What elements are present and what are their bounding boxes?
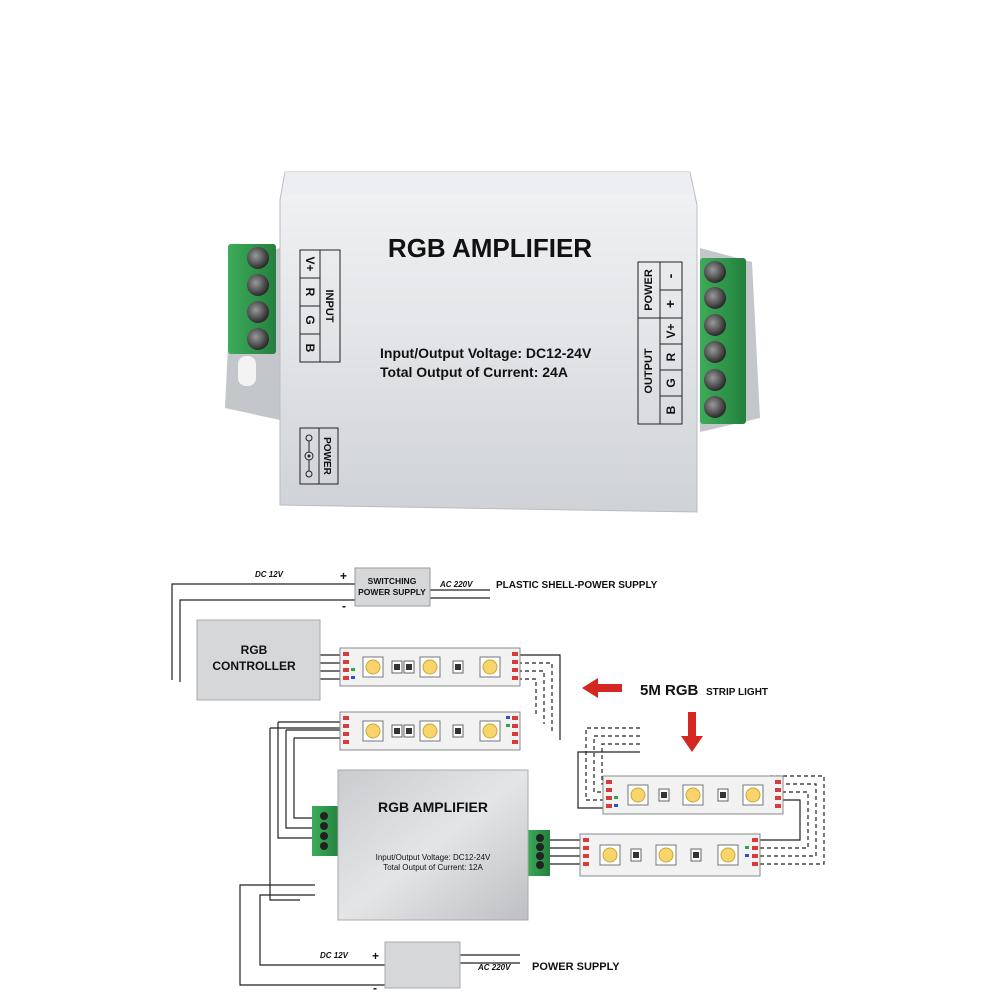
psu-top-label-line1: SWITCHING — [368, 576, 417, 586]
led-chip — [362, 720, 384, 742]
diagram-amp-title: RGB AMPLIFIER — [378, 799, 488, 815]
power-pin-plus: + — [662, 300, 678, 308]
resistor — [717, 788, 729, 802]
dc-jack-label: POWER — [321, 437, 332, 476]
psu-bottom-minus: - — [373, 981, 377, 995]
psu-bottom-ac-label: AC 220V — [477, 963, 511, 972]
output-pin-v-plus: V+ — [664, 323, 678, 338]
led-strip-1 — [339, 647, 521, 687]
power-group-label: POWER — [643, 269, 655, 311]
strip2-wires — [269, 721, 345, 901]
resistor — [452, 660, 464, 674]
power-pin-minus: - — [662, 273, 678, 278]
resistor — [630, 848, 642, 862]
led-strip-2 — [339, 711, 521, 751]
led-chip — [742, 784, 764, 806]
input-group-label: INPUT — [323, 290, 335, 323]
left-arrow-icon — [582, 678, 622, 698]
output-pin-r: R — [664, 352, 678, 361]
output-group-label: OUTPUT — [643, 348, 655, 394]
output-label-box: POWER OUTPUT - + V+ R G B — [637, 261, 683, 425]
strip-caption-small: STRIP LIGHT — [706, 687, 768, 698]
resistor — [658, 788, 670, 802]
input-pin-b: B — [303, 344, 317, 353]
resistor — [391, 724, 403, 738]
amplifier-photo: RGB AMPLIFIER Input/Output Voltage: DC12… — [225, 171, 760, 513]
psu-bottom-dc-label: DC 12V — [320, 951, 349, 960]
diagram-amp-spec-voltage: Input/Output Voltage: DC12-24V — [376, 853, 491, 862]
amp-output-wires — [550, 839, 580, 865]
diagram-amp-spec-current: Total Output of Current: 12A — [383, 863, 483, 872]
psu-top-caption: PLASTIC SHELL-POWER SUPPLY — [496, 580, 658, 591]
psu-top-plus: + — [340, 569, 347, 583]
psu-bottom-caption: POWER SUPPLY — [532, 961, 620, 973]
psu-top-minus: - — [342, 599, 346, 613]
switching-power-supply: SWITCHING POWER SUPPLY DC 12V + - AC 220… — [255, 567, 658, 613]
input-pin-v-plus: V+ — [303, 256, 317, 271]
controller-label-line2: CONTROLLER — [212, 659, 296, 673]
power-supply: DC 12V + - AC 220V POWER SUPPLY — [320, 941, 620, 995]
dc-polarity-icon — [304, 434, 314, 478]
case-body — [279, 171, 698, 513]
strip1-output-wires — [518, 654, 561, 740]
product-spec-current: Total Output of Current: 24A — [380, 364, 568, 380]
input-pin-r: R — [303, 288, 317, 297]
input-pin-g: G — [303, 315, 317, 324]
psu-top-ac-label: AC 220V — [439, 580, 473, 589]
diagram-amplifier: RGB AMPLIFIER Input/Output Voltage: DC12… — [312, 769, 550, 921]
led-chip — [717, 844, 739, 866]
dc-power-label-box: POWER — [299, 427, 339, 485]
output-terminal-block — [700, 258, 746, 424]
product-spec-voltage: Input/Output Voltage: DC12-24V — [380, 345, 592, 361]
led-chip — [419, 656, 441, 678]
psu-bottom-plus: + — [372, 949, 379, 963]
output-pin-g: G — [664, 378, 678, 387]
wiring-diagram — [171, 583, 825, 986]
input-terminal-block — [228, 244, 276, 386]
led-strip-4 — [579, 833, 761, 877]
resistor — [403, 660, 415, 674]
product-title: RGB AMPLIFIER — [388, 233, 592, 263]
strip-caption: 5M RGB STRIP LIGHT — [582, 678, 768, 752]
controller-label-line1: RGB — [241, 643, 268, 657]
led-chip — [682, 784, 704, 806]
dc-jack-knob — [238, 356, 256, 386]
led-chip — [479, 656, 501, 678]
rgb-controller: RGB CONTROLLER — [196, 619, 321, 701]
resistor — [403, 724, 415, 738]
psu-top-dc-label: DC 12V — [255, 570, 284, 579]
bottom-psu-wires — [239, 884, 520, 986]
down-arrow-icon — [681, 712, 703, 752]
led-chip — [362, 656, 384, 678]
led-chip — [599, 844, 621, 866]
led-chip — [627, 784, 649, 806]
input-label-box: INPUT V+ R G B — [299, 249, 341, 363]
led-chip — [655, 844, 677, 866]
led-strip-3 — [602, 775, 784, 815]
top-psu-wires — [171, 583, 490, 682]
right-loop-wires — [760, 775, 825, 865]
led-chip — [419, 720, 441, 742]
resistor — [391, 660, 403, 674]
strip-caption-big: 5M RGB — [640, 682, 699, 699]
psu-top-label-line2: POWER SUPPLY — [358, 587, 426, 597]
output-pin-b: B — [664, 405, 678, 414]
resistor — [690, 848, 702, 862]
led-chip — [479, 720, 501, 742]
resistor — [452, 724, 464, 738]
